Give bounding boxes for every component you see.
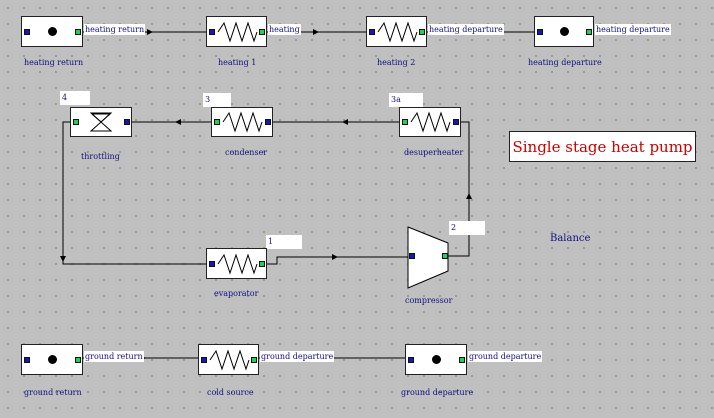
outlet-port[interactable] [214,119,220,125]
heat-exchanger-icon [209,349,250,371]
inlet-port[interactable] [453,119,459,125]
evaporator-exchanger[interactable] [206,248,267,279]
ground-departure-sink[interactable] [405,344,467,375]
source-icon [48,355,57,364]
sink-icon [432,355,441,364]
outlet-port[interactable] [402,119,408,125]
outlet-port[interactable] [459,357,465,363]
port-label: ground return [84,351,144,362]
component-caption: evaporator [214,289,259,298]
heat-exchanger-icon [217,21,258,43]
ground-return-source[interactable] [21,344,83,375]
component-caption: heating return [24,58,84,67]
heat-exchanger-icon [377,21,418,43]
outlet-port[interactable] [75,357,81,363]
source-icon [48,27,57,36]
port-label: ground departure [468,351,543,362]
outlet-port[interactable] [586,29,592,35]
throttle-valve-icon [89,112,113,132]
outlet-port[interactable] [73,119,79,125]
component-caption: ground departure [401,388,474,397]
heat-exchanger-icon [217,253,258,275]
heat-exchanger-icon [410,111,451,133]
heating-2-exchanger[interactable] [366,16,427,47]
port-label: heating return [84,24,146,35]
heating-1-exchanger[interactable] [206,16,267,47]
state-number: 1 [266,235,302,249]
inlet-port[interactable] [24,357,30,363]
inlet-port[interactable] [209,261,215,267]
port-label: ground departure [260,351,335,362]
outlet-port[interactable] [419,29,425,35]
component-caption: desuperheater [404,148,464,157]
component-caption: cold source [207,388,254,397]
inlet-port[interactable] [408,357,414,363]
inlet-port[interactable] [124,119,130,125]
component-caption: heating departure [528,58,602,67]
diagram-title: Single stage heat pump [509,131,696,162]
state-number: 3 [203,93,231,107]
compressor[interactable] [405,226,451,289]
sink-icon [560,27,569,36]
heating-return-source[interactable] [21,16,83,47]
component-caption: heating 2 [377,58,416,67]
inlet-port[interactable] [369,29,375,35]
compressor-icon [407,226,449,289]
inlet-port[interactable] [201,357,207,363]
component-caption: condenser [225,148,268,157]
component-caption: ground return [24,388,82,397]
throttling-valve[interactable] [70,107,132,137]
desuperheater-exchanger[interactable] [399,107,461,137]
wire-evaporator-compressor [266,256,410,265]
heat-exchanger-icon [222,111,263,133]
outlet-port[interactable] [259,261,265,267]
state-number: 4 [60,91,90,105]
outlet-port[interactable] [259,29,265,35]
outlet-port[interactable] [75,29,81,35]
component-caption: compressor [405,296,453,305]
component-caption: heating 1 [218,58,257,67]
outlet-port[interactable] [251,357,257,363]
port-label: heating departure [428,24,504,35]
inlet-port[interactable] [209,29,215,35]
state-number: 3a [389,93,423,107]
balance-label[interactable]: Balance [550,233,591,244]
port-label: heating [268,24,301,35]
inlet-port[interactable] [537,29,543,35]
cold-source-exchanger[interactable] [198,344,259,375]
wire-throttling-evaporator [62,121,207,265]
inlet-port[interactable] [265,119,271,125]
wire-compressor-desuperheater [448,121,470,257]
outlet-port[interactable] [442,253,448,259]
condenser-exchanger[interactable] [211,107,273,137]
port-label: heating departure [595,24,671,35]
inlet-port[interactable] [24,29,30,35]
inlet-port[interactable] [409,253,415,259]
heating-departure-sink[interactable] [534,16,594,47]
component-caption: throttling [81,152,120,161]
state-number: 2 [449,221,485,235]
